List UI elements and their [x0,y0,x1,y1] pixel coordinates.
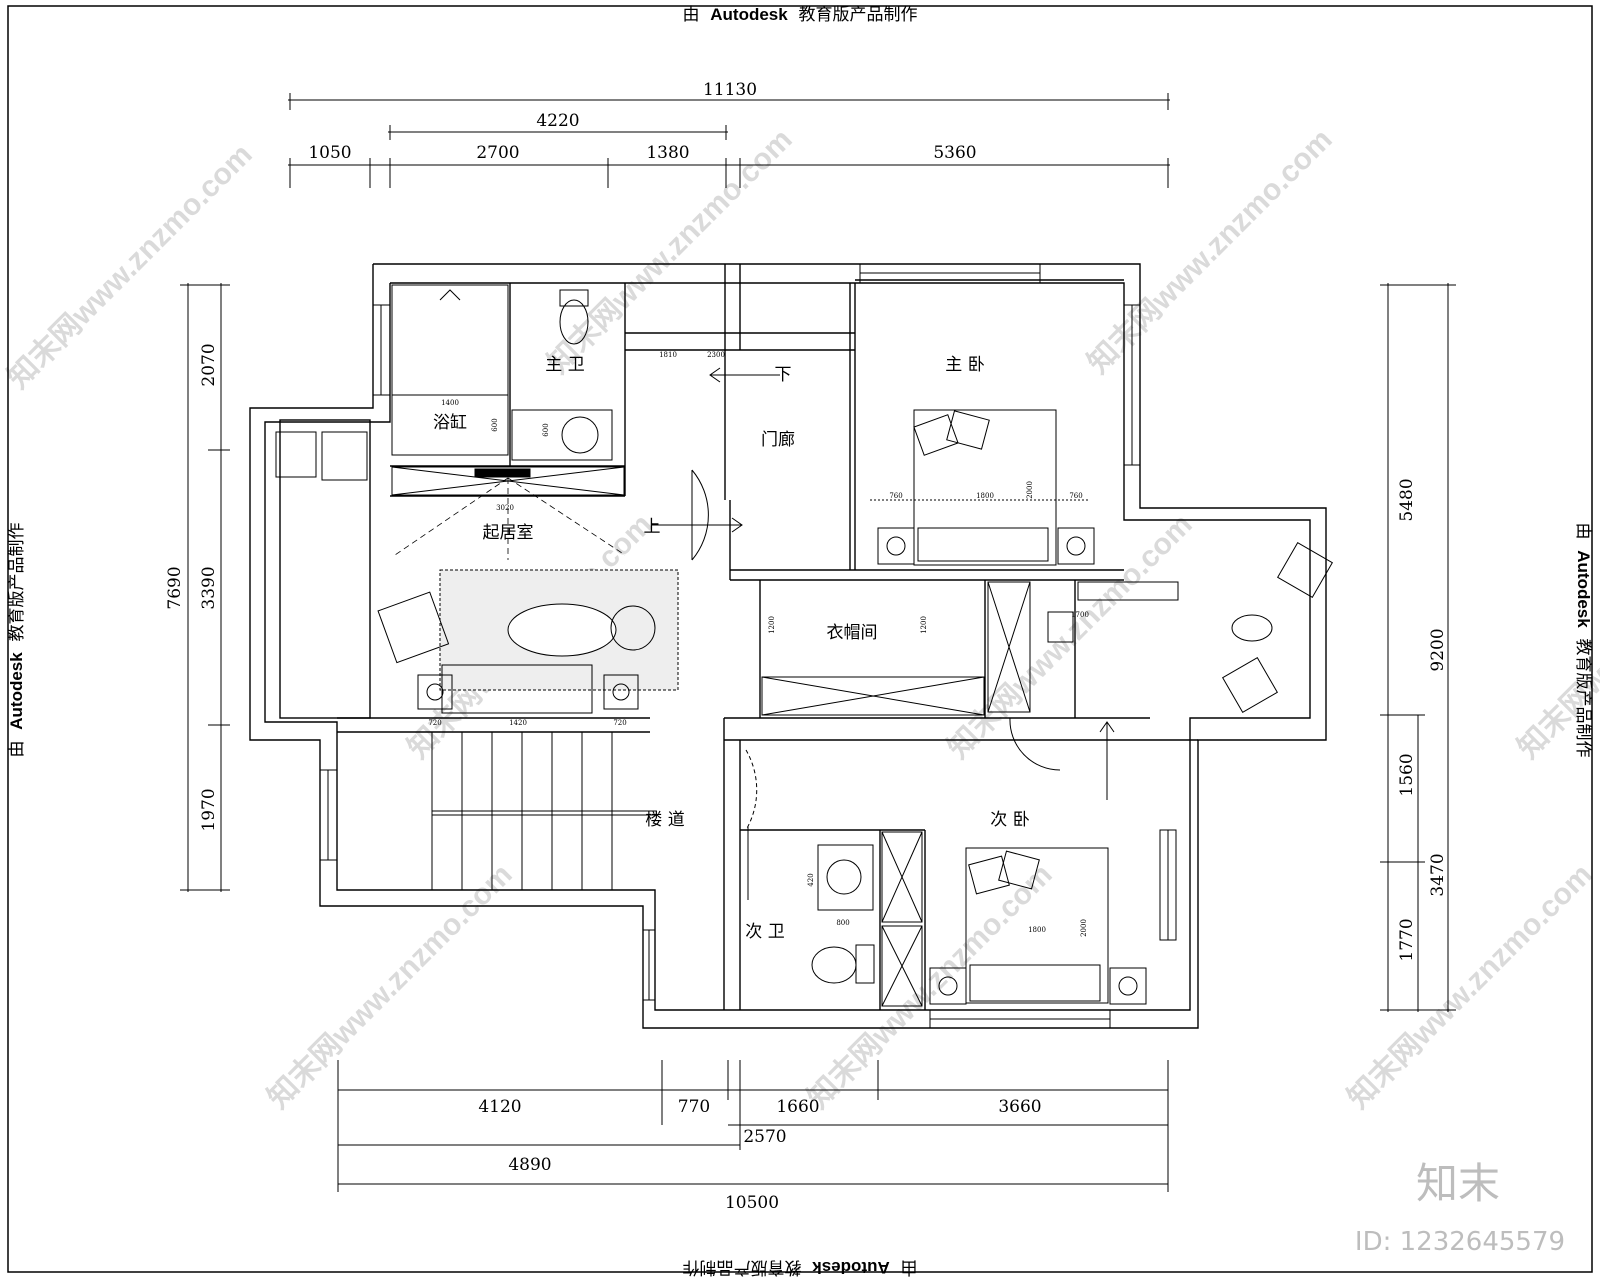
staircase [431,732,656,890]
dim-vanity: 600 [542,423,550,436]
second-bedroom-set [929,847,1147,1005]
dim-top-sub: 4220 [536,111,579,131]
dim-side-table: 720 [428,719,441,727]
dim-left-total: 7690 [165,566,185,609]
svg-text:由 Autodesk 教育版产品制作: 由 Autodesk 教育版产品制作 [1574,523,1593,758]
dim-tub-width: 1400 [441,399,459,407]
dim-right-upper: 5480 [1397,478,1417,521]
living-room-set [377,569,679,714]
site-watermark: 知末网www.znzmo.com [262,858,519,1115]
cloakroom-cabinets [761,581,1179,716]
site-watermark: 知末网www.znzmo.com [1082,123,1339,380]
dim-bottom-seg: 770 [678,1097,710,1117]
dim-right-lower: 1770 [1397,918,1417,961]
dim-bed-length: 2000 [1026,481,1034,499]
laundry [275,431,368,481]
dim-bottom-total: 10500 [725,1193,779,1213]
dim-bed-width: 1800 [976,492,994,500]
dim-top-total: 11130 [703,80,757,100]
master-bedroom-set [870,409,1095,566]
dimension-top [288,93,1170,188]
dim-bottom-sub: 2570 [743,1127,786,1147]
room-label-hallway: 门廊 [761,430,795,450]
dim-right-mid: 1560 [1397,753,1417,796]
dim-bottom-sub: 4890 [508,1155,551,1175]
dim-left-seg: 2070 [199,343,219,386]
stair-label-up: 上 [644,517,661,537]
room-labels: 主 卫 浴缸 主 卧 门廊 起居室 衣帽间 楼 道 次 卧 次 卫 下 上 [433,355,1030,942]
dim-wardrobe: 1200 [920,616,928,634]
dim-side-table: 720 [613,719,626,727]
direction-arrows [652,367,1115,800]
room-label-master-bath: 主 卫 [545,355,584,375]
svg-text:由 Autodesk 教育版产品制作: 由 Autodesk 教育版产品制作 [683,5,918,24]
autodesk-notice-top: 由 Autodesk 教育版产品制作 [683,5,918,24]
dim-wardrobe: 1200 [768,616,776,634]
dim-bed-length: 2000 [1080,919,1088,937]
autodesk-notice-right: 由 Autodesk 教育版产品制作 [1574,523,1593,758]
dimension-right [1380,283,1456,1012]
dim-top-seg: 5360 [933,143,976,163]
room-label-stairwell: 楼 道 [645,810,684,830]
site-watermark: 知末网www.znzmo.com [1342,858,1599,1115]
room-label-living-room: 起居室 [483,523,534,543]
dimension-bottom [337,1060,1169,1192]
dim-top-seg: 2700 [476,143,519,163]
autodesk-notice-bottom: 由 Autodesk 教育版产品制作 [683,1258,918,1277]
room-label-second-bedroom: 次 卧 [990,810,1029,830]
dim-left-seg: 1970 [199,788,219,831]
furniture-dims: 1800 1800 2000 2000 760 760 1400 600 600… [428,351,1089,937]
site-watermark: 知末网www.znzmo.com [942,508,1199,765]
second-bath-fixtures [811,831,923,1007]
watermark-layer: 知末网www.znzmo.com 知末网www.znzmo.com 知末网www… [2,123,1600,1115]
dim-top-seg: 1050 [308,143,351,163]
svg-text:由 Autodesk 教育版产品制作: 由 Autodesk 教育版产品制作 [7,523,26,758]
dim-hall-seg: 2300 [707,351,725,359]
room-label-cloakroom: 衣帽间 [827,623,878,643]
dim-right-total: 9200 [1428,628,1448,671]
dimension-left [180,283,230,892]
dim-bed-width: 1800 [1028,926,1046,934]
dim-nightstand: 760 [889,492,902,500]
dim-basin: 420 [807,873,815,886]
drawing-frame [7,5,1593,1273]
brand-logo: 知末 [1416,1159,1500,1208]
room-label-master-bedroom: 主 卧 [945,355,984,375]
dim-tub-depth: 600 [491,418,499,431]
dim-bottom-seg: 3660 [998,1097,1041,1117]
svg-text:由 Autodesk 教育版产品制作: 由 Autodesk 教育版产品制作 [683,1258,918,1277]
dim-closet-depth: 1700 [1071,611,1089,619]
room-label-bathtub: 浴缸 [433,412,467,433]
walls [249,263,1327,1029]
autodesk-notice-left: 由 Autodesk 教育版产品制作 [7,523,26,758]
doors [691,469,1061,900]
dim-bottom-seg: 4120 [478,1097,521,1117]
dim-bottom-seg: 1660 [776,1097,819,1117]
dim-left-seg: 3390 [199,566,219,609]
windows [319,263,1177,1029]
dim-nightstand: 760 [1069,492,1082,500]
room-label-second-bath: 次 卫 [745,922,784,942]
dim-toilet: 800 [836,919,849,927]
stair-label-down: 下 [775,365,792,385]
master-bath-fixtures [391,284,613,461]
dim-right-lower-total: 3470 [1428,853,1448,896]
dim-sofa: 1420 [509,719,527,727]
image-id: ID: 1232645579 [1355,1227,1565,1257]
dim-hall-width: 1810 [659,351,677,359]
dim-top-seg: 1380 [646,143,689,163]
balcony-lounge [1221,541,1334,714]
tv-sightlines [394,477,626,560]
site-watermark: 知末网www.znzmo.com [2,138,259,395]
dim-tv-wall: 3020 [496,504,514,512]
